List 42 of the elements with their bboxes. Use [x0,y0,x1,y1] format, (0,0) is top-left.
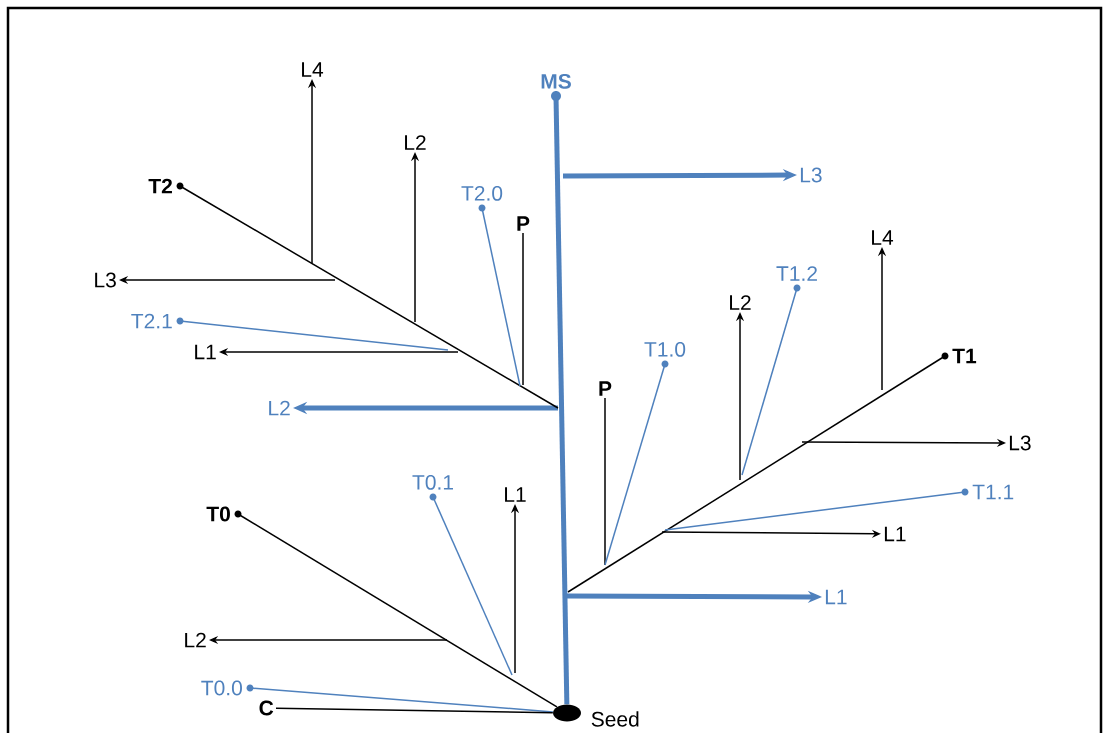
tip-label: MS [541,73,571,101]
tip-label: T1.1 [961,484,1014,500]
tiller-line [179,185,559,409]
tip-label: T1.0 [644,341,686,368]
organ-label: L3 [800,167,822,183]
tip-label: T1.2 [776,266,817,292]
organ-label: L2 [405,135,426,150]
organ-label: L1 [195,344,216,360]
tip-label: T2 [148,178,184,194]
tiller-line [604,363,666,566]
tiller-line [553,95,570,705]
tiller-line [275,707,554,714]
organ-label: L1 [825,589,847,605]
tiller-line [179,320,449,351]
tip-label: T2.1 [131,313,184,329]
organ-label: P [517,216,530,231]
organ-label: L2 [730,295,751,310]
organ-label: C [259,700,274,716]
tip-label: T0.0 [201,680,254,696]
organ-label: P [599,381,612,396]
organ-label: L2 [269,400,290,416]
tiller-line [481,207,521,387]
tiller-line [522,232,524,386]
organ-label: L4 [872,230,894,245]
tip-label: T1 [941,348,977,364]
tip-label: T2.0 [461,185,503,212]
tiller-line [664,491,966,531]
organ-label: L1 [505,487,526,502]
organ-label: L2 [185,632,206,648]
seed-label: Seed [591,711,639,727]
organ-label: L1 [884,526,906,542]
organ-label: L3 [1009,435,1031,451]
tiller-line [567,355,946,593]
tiller-line [432,496,513,676]
tiller-line [604,397,606,566]
organ-label: L3 [95,272,116,288]
tiller-line [237,513,558,708]
tip-label: T0.1 [412,474,453,501]
tip-label: T0 [206,506,242,522]
organ-label: L4 [302,62,324,77]
tiller-line [249,687,554,713]
tiller-line [741,287,798,476]
